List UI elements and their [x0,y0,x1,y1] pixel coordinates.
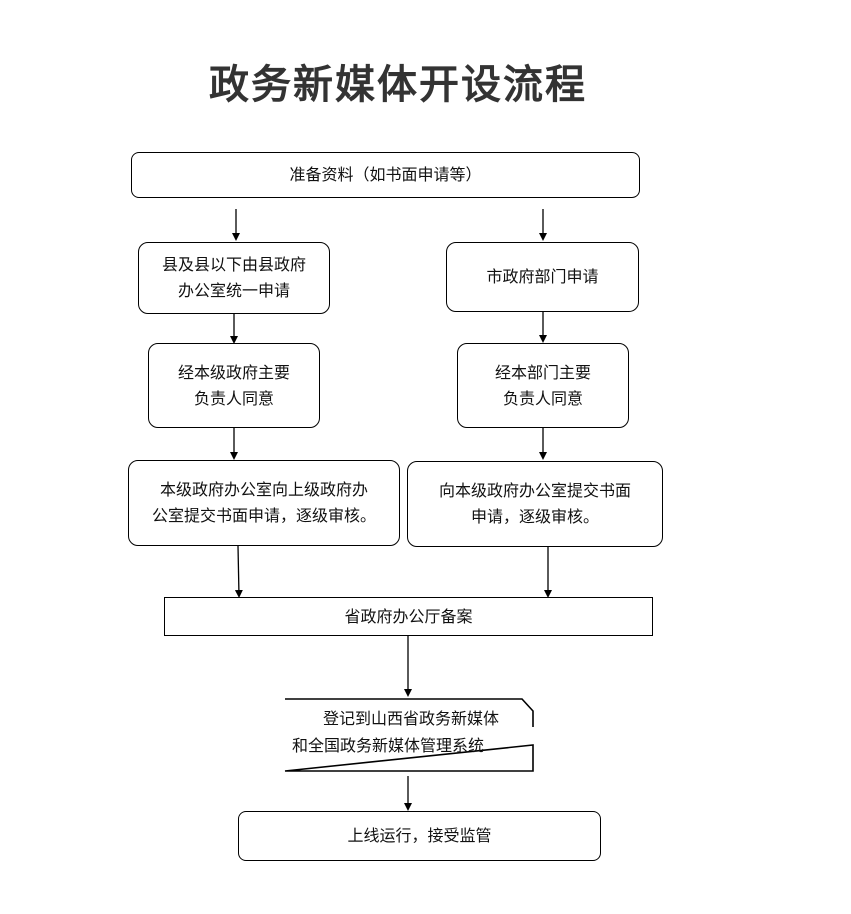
step-county-approve: 经本级政府主要 负责人同意 [148,343,320,428]
step-register-line-2: 和全国政务新媒体管理系统 [292,736,485,755]
step-text-line-2: 公室提交书面申请，逐级审核。 [151,506,376,525]
step-register-shape [284,698,534,772]
step-text-line-2: 办公室统一申请 [177,281,290,300]
step-county-submit: 本级政府办公室向上级政府办 公室提交书面申请，逐级审核。 [128,460,400,546]
arrow-county-submit-to-record [234,545,243,598]
step-city-submit: 向本级政府办公室提交书面 申请，逐级审核。 [407,461,663,547]
step-text: 市政府部门申请 [486,267,599,286]
step-city-approve: 经本部门主要 负责人同意 [457,343,629,428]
step-text-line-2: 负责人同意 [193,388,274,408]
step-text-line-1: 向本级政府办公室提交书面 [438,481,631,500]
step-launch: 上线运行，接受监管 [238,811,601,861]
step-county-apply: 县及县以下由县政府 办公室统一申请 [138,242,330,314]
step-text: 准备资料（如书面申请等） [289,165,482,184]
step-register-line-1: 登记到山西省政务新媒体 [323,709,500,728]
step-city-apply: 市政府部门申请 [446,242,639,312]
step-text: 上线运行，接受监管 [347,826,492,845]
page-title: 政务新媒体开设流程 [209,61,587,108]
step-text-line-1: 本级政府办公室向上级政府办 [159,480,368,499]
step-text-line-1: 经本级政府主要 [177,362,290,382]
step-text-line-1: 县及县以下由县政府 [161,255,306,274]
step-provincial-record: 省政府办公厅备案 [164,597,653,636]
step-text-line-1: 经本部门主要 [494,362,591,382]
step-text-line-2: 负责人同意 [502,388,583,408]
step-text: 省政府办公厅备案 [344,606,473,626]
step-text-line-2: 申请，逐级审核。 [470,507,599,526]
step-prepare-materials: 准备资料（如书面申请等） [131,152,640,198]
